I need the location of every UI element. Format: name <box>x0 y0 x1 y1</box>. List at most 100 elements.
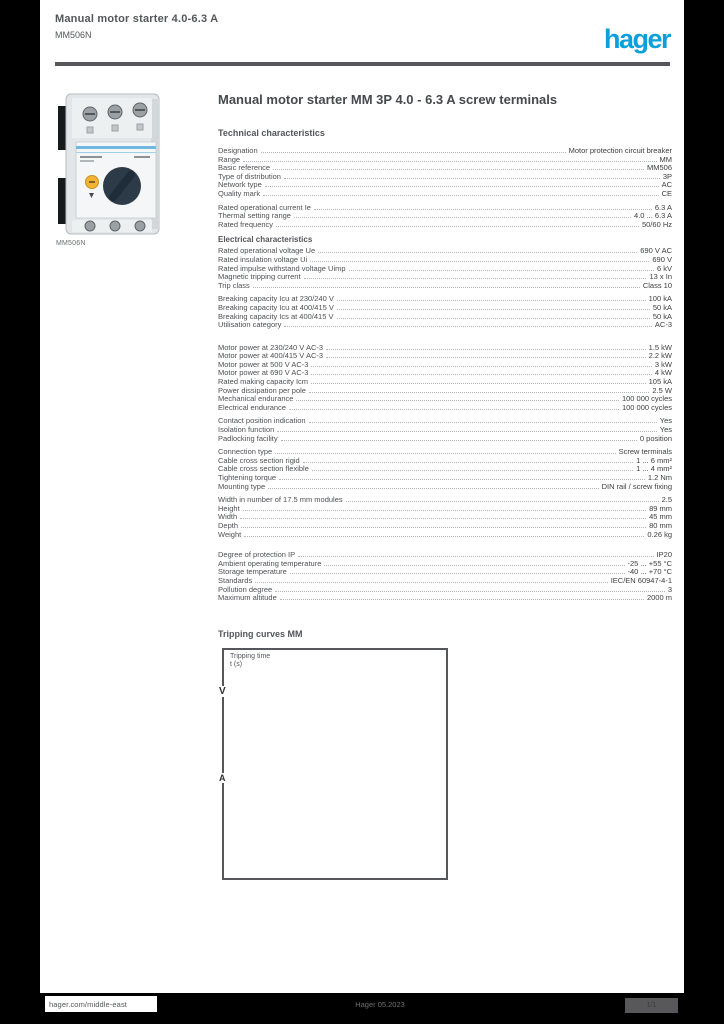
leader-dots <box>275 453 616 455</box>
leader-dots <box>302 461 634 463</box>
spec-value: IEC/EN 60947-4-1 <box>610 576 672 585</box>
leader-dots <box>298 556 654 558</box>
spec-value: 45 mm <box>649 513 672 522</box>
spec-label: Isolation function <box>218 425 275 435</box>
diagram-heading: Tripping curves MM <box>218 629 303 639</box>
leader-dots <box>283 177 660 179</box>
spec-row: Cable cross section flexible 1 ... 4 mm² <box>218 465 672 474</box>
spec-label: Power dissipation per pole <box>218 385 306 395</box>
leader-dots <box>241 526 647 528</box>
spec-value: 4 kW <box>654 369 672 378</box>
leader-dots <box>293 217 632 219</box>
leader-dots <box>252 286 640 288</box>
footer-page-block: 1/1 <box>625 998 678 1013</box>
spec-row: Tightening torque 1.2 Nm <box>218 473 672 483</box>
spec-value: -25 ... +55 °C <box>627 559 672 568</box>
page-title: Manual motor starter MM 3P 4.0 - 6.3 A s… <box>218 92 558 107</box>
spec-value: 1 ... 6 mm² <box>636 456 672 465</box>
spec-value: 0 position <box>639 434 672 443</box>
leader-dots <box>324 564 625 566</box>
leader-dots <box>311 365 652 367</box>
spec-label: Motor power at 400/415 V AC-3 <box>218 351 324 361</box>
spec-value: IP20 <box>656 551 672 560</box>
spec-label: Motor power at 230/240 V AC-3 <box>218 342 324 352</box>
spec-label: Rated operational voltage Ue <box>218 246 316 256</box>
footer-band: hager.com/middle-east Hager 05.2023 1/1 <box>40 993 684 1024</box>
spec-value: 6 kV <box>656 264 672 273</box>
spec-label: Weight <box>218 529 242 539</box>
spec-value: 3 kW <box>654 360 672 369</box>
leader-dots <box>273 169 644 171</box>
leader-dots <box>311 470 634 472</box>
spec-value: 1 ... 4 mm² <box>636 465 672 474</box>
leader-dots <box>284 326 652 328</box>
spec-subheading: Electrical characteristics <box>218 235 313 245</box>
leader-dots <box>336 308 650 310</box>
leader-dots <box>303 278 647 280</box>
header-rule <box>55 62 670 66</box>
spec-value: 13 x In <box>649 273 672 282</box>
spec-label: Designation <box>218 146 258 155</box>
spec-value: DIN rail / screw fixing <box>601 482 672 491</box>
spec-row: Ambient operating temperature-25 ... +55… <box>218 559 672 569</box>
leader-dots <box>345 501 659 503</box>
leader-dots <box>242 509 647 511</box>
spec-label: Basic reference <box>218 163 271 173</box>
diagram-axis-label-1: V <box>218 686 227 697</box>
spec-label: Magnetic tripping current <box>218 272 301 282</box>
spec-value: 105 kA <box>648 378 672 387</box>
leader-dots <box>326 348 646 350</box>
spec-label: Width <box>218 512 238 522</box>
spec-value: 80 mm <box>649 521 672 530</box>
spec-value: Screw terminals <box>618 448 672 457</box>
spec-row: Storage temperature-40 ... +70 °C <box>218 568 672 577</box>
leader-dots <box>263 194 659 196</box>
footer-website-link-label: hager.com/middle-east <box>49 999 127 1009</box>
spec-label: Tightening torque <box>218 473 277 482</box>
spec-value: 690 V <box>652 255 672 264</box>
leader-dots <box>288 408 619 410</box>
spec-label: Cable cross section flexible <box>218 464 309 474</box>
spec-value: 89 mm <box>649 504 672 513</box>
spec-label: Padlocking facility <box>218 433 278 443</box>
footer-website-link[interactable]: hager.com/middle-east <box>45 996 157 1012</box>
spec-row: Width 45 mm <box>218 513 672 522</box>
spec-row: Depth 80 mm <box>218 520 672 531</box>
spec-label: Width in number of 17.5 mm modules <box>218 495 343 505</box>
header-product-line: Manual motor starter 4.0-6.3 A <box>55 13 219 25</box>
spec-value: 1.2 Nm <box>647 474 672 482</box>
leader-dots <box>311 383 646 385</box>
leader-dots <box>308 391 650 393</box>
spec-value: 50/60 Hz <box>641 220 672 229</box>
spec-label: Trip class <box>218 280 250 290</box>
spec-label: Thermal setting range <box>218 211 291 221</box>
spec-value: AC <box>661 181 672 190</box>
diagram-axis-label-2: A <box>218 773 227 783</box>
spec-value: MM506 <box>646 164 672 173</box>
leader-dots <box>289 573 625 575</box>
leader-dots <box>279 479 645 480</box>
spec-label: Depth <box>218 520 239 530</box>
spec-value: 2.2 kW <box>648 352 672 361</box>
spec-label: Electrical endurance <box>218 402 286 412</box>
spec-label: Rated making capacity Icm <box>218 377 309 387</box>
